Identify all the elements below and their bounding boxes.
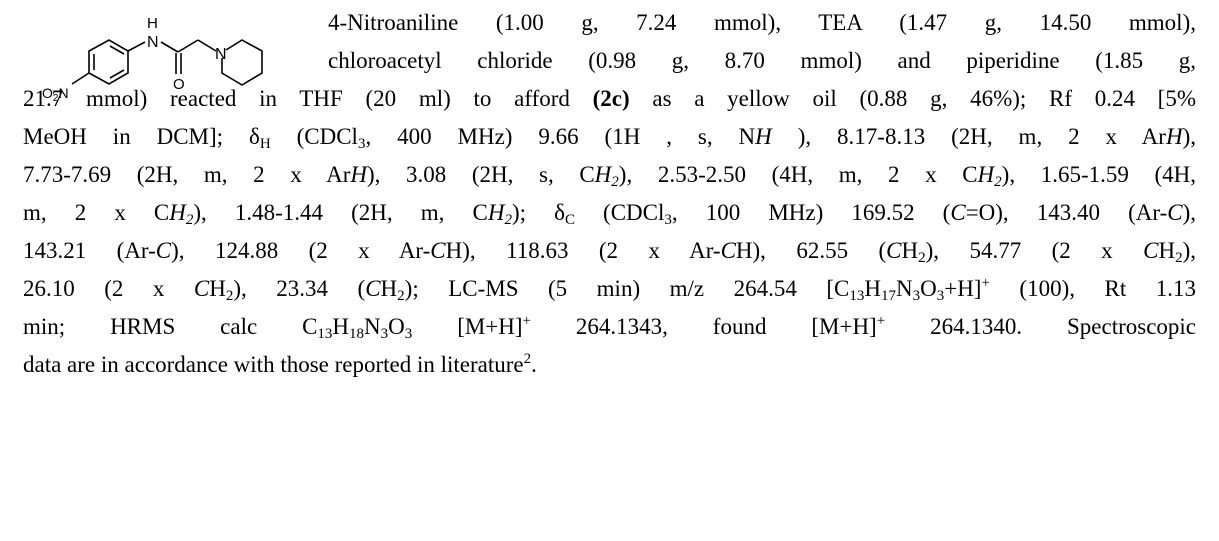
paragraph-line-10: data are in accordance with those report… (23, 351, 537, 378)
compound-label: (2c) (592, 86, 630, 111)
paragraph-line-7: 143.21 (Ar-C), 124.88 (2 x Ar-CH), 118.6… (23, 238, 1196, 266)
chemical-structure: H N N O O2N (42, 15, 263, 104)
paragraph-line-9: min; HRMS calc C13H18N3O3 [M+H]+ 264.134… (23, 313, 1196, 342)
nh-hydrogen-label: H (147, 15, 158, 32)
nitro-group-label: O2N (42, 85, 69, 104)
amide-nitrogen-label: N (147, 34, 159, 51)
paragraph-line-2: chloroacetyl chloride (0.98 g, 8.70 mmol… (328, 48, 1196, 73)
carbonyl-oxygen-label: O (173, 76, 185, 93)
piperidine-nitrogen-label: N (215, 46, 227, 63)
literature-reference[interactable]: 2 (523, 351, 532, 367)
paragraph-line-3: 21.7 mmol) reacted in THF (20 ml) to aff… (23, 86, 1196, 111)
atom-labels: H N N O O2N (42, 15, 227, 104)
paragraph-line-8: 26.10 (2 x CH2), 23.34 (CH2); LC-MS (5 m… (23, 275, 1196, 304)
paragraph-line-5: 7.73-7.69 (2H, m, 2 x ArH), 3.08 (2H, s,… (23, 162, 1196, 190)
paragraph-line-6: m, 2 x CH2), 1.48-1.44 (2H, m, CH2); δC … (23, 200, 1197, 228)
paragraph-line-1: 4-Nitroaniline (1.00 g, 7.24 mmol), TEA … (328, 10, 1196, 35)
structure-bonds (71, 39, 263, 86)
paragraph-line-4: MeOH in DCM]; δH (CDCl3, 400 MHz) 9.66 (… (23, 124, 1197, 152)
piperidine-ring (221, 39, 263, 86)
benzene-ring (88, 39, 129, 85)
